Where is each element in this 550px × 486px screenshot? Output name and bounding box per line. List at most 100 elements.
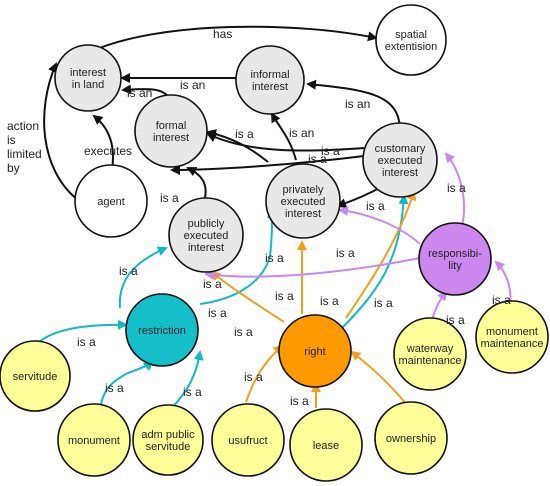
node-label-servitude: servitude bbox=[13, 371, 58, 383]
edge-label-is-a-black-servitude: is a bbox=[77, 335, 96, 349]
node-label-publicly-executed-interest: interest bbox=[188, 242, 224, 254]
node-ownership: ownership bbox=[374, 401, 448, 475]
edge-label-is-a-teal-3: is a bbox=[336, 246, 355, 260]
node-label-formal-interest: formal bbox=[156, 120, 187, 132]
node-label-restriction: restriction bbox=[138, 325, 186, 337]
edge-label-executes: executes bbox=[84, 144, 132, 158]
edge-label-is-a-black-waterway: is a bbox=[446, 313, 465, 327]
edge-label-is-a-formal-2: is a bbox=[321, 144, 340, 158]
edge-label-has: has bbox=[213, 27, 232, 41]
edge-label-is-a-purple-2: is a bbox=[366, 199, 385, 213]
node-circle-monument bbox=[57, 403, 131, 477]
node-label-informal-interest: informal bbox=[250, 69, 289, 81]
edge-label-action-limited: by bbox=[7, 161, 20, 175]
edge-label-is-a-black-lease: is a bbox=[290, 394, 309, 408]
node-circle-privately-executed-interest bbox=[265, 163, 341, 239]
edge-label-is-a-black-restriction: is a bbox=[208, 306, 227, 320]
node-label-right: right bbox=[304, 346, 325, 358]
edge-restriction-privately bbox=[199, 208, 277, 305]
node-right: right bbox=[278, 314, 352, 388]
node-circle-formal-interest bbox=[134, 94, 208, 168]
edge-label-is-a-black-monmaint: is a bbox=[492, 293, 511, 307]
edge-label-is-a-formal-3: is a bbox=[308, 152, 327, 166]
node-label-responsibility: responsibi- bbox=[428, 248, 482, 260]
edge-label-is-a-formal-4: is a bbox=[160, 191, 179, 205]
edge-label-is-a-black-adm: is a bbox=[183, 385, 202, 399]
node-circle-monument-maintenance bbox=[475, 300, 549, 374]
edge-privately-informal bbox=[271, 112, 297, 161]
edge-monument-restriction bbox=[99, 360, 154, 409]
node-label-privately-executed-interest: interest bbox=[285, 208, 321, 220]
edge-label-is-a-teal-2: is a bbox=[265, 251, 284, 265]
edge-restriction-publicly bbox=[118, 246, 168, 309]
node-label-monument: monument bbox=[68, 435, 120, 447]
node-label-lease: lease bbox=[313, 440, 339, 452]
node-label-spatial-extentision: extentision bbox=[385, 41, 438, 53]
node-circle-interest-in-land bbox=[54, 44, 122, 112]
node-restriction: restriction bbox=[125, 293, 199, 367]
edge-label-is-an-1: is an bbox=[180, 78, 205, 92]
node-label-privately-executed-interest: executed bbox=[281, 196, 326, 208]
node-label-waterway-maintenance: maintenance bbox=[399, 355, 462, 367]
node-circle-publicly-executed-interest bbox=[168, 197, 244, 273]
node-circle-right bbox=[278, 314, 352, 388]
node-label-interest-in-land: in land bbox=[72, 79, 104, 91]
edge-ownership-right bbox=[350, 350, 407, 405]
node-label-ownership: ownership bbox=[386, 433, 436, 445]
node-label-publicly-executed-interest: executed bbox=[184, 230, 229, 242]
edge-right-customary-orange bbox=[345, 190, 417, 319]
node-label-privately-executed-interest: privately bbox=[283, 184, 324, 196]
node-label-spatial-extentision: spatial bbox=[395, 29, 427, 41]
edge-label-is-a-teal-1: is a bbox=[119, 264, 138, 278]
node-circle-waterway-maintenance bbox=[393, 317, 467, 391]
node-circle-spatial-extentision bbox=[375, 4, 447, 76]
node-label-customary-executed-interest: customary bbox=[375, 143, 426, 155]
node-monument: monument bbox=[57, 403, 131, 477]
node-circle-customary-executed-interest bbox=[362, 122, 438, 198]
edge-label-is-a-orange-1: is a bbox=[234, 325, 253, 339]
node-circle-informal-interest bbox=[235, 45, 305, 115]
node-lease: lease bbox=[289, 408, 363, 482]
node-servitude: servitude bbox=[0, 340, 71, 412]
edge-agent-interest-in-land bbox=[43, 62, 79, 201]
node-responsibility: responsibi-lity bbox=[418, 222, 492, 296]
node-circle-adm-public-servitude bbox=[132, 404, 204, 476]
node-label-agent: agent bbox=[97, 196, 125, 208]
edge-label-is-a-black-usufruct: is a bbox=[244, 370, 263, 384]
node-label-informal-interest: interest bbox=[252, 81, 288, 93]
edge-servitude-restriction bbox=[35, 319, 128, 346]
node-label-interest-in-land: interest bbox=[70, 67, 106, 79]
edge-label-is-an-2: is an bbox=[127, 86, 152, 100]
node-circle-responsibility bbox=[418, 222, 492, 296]
edge-adm-restriction bbox=[171, 350, 204, 409]
node-label-formal-interest: interest bbox=[153, 132, 189, 144]
node-circle-ownership bbox=[374, 401, 448, 475]
edge-responsibility-privately bbox=[338, 206, 421, 245]
node-agent: agent bbox=[74, 164, 148, 238]
edge-label-is-a-orange-2: is a bbox=[320, 294, 339, 308]
edge-label-is-an-3: is an bbox=[345, 97, 370, 111]
edge-label-is-a-black-monument: is a bbox=[105, 381, 124, 395]
edge-customary-formal-1 bbox=[206, 132, 365, 152]
node-circle-lease bbox=[289, 408, 363, 482]
node-circle-servitude bbox=[0, 340, 71, 412]
node-label-monument-maintenance: monument bbox=[486, 326, 538, 338]
edge-customary-informal bbox=[306, 79, 401, 129]
edge-label-is-a-orange-3: is a bbox=[374, 296, 393, 310]
node-circle-restriction bbox=[125, 293, 199, 367]
edge-responsibility-customary bbox=[444, 152, 466, 227]
node-label-publicly-executed-interest: publicly bbox=[188, 218, 225, 230]
node-label-adm-public-servitude: servitude bbox=[146, 441, 191, 453]
edge-waterway-responsibility bbox=[431, 290, 448, 321]
